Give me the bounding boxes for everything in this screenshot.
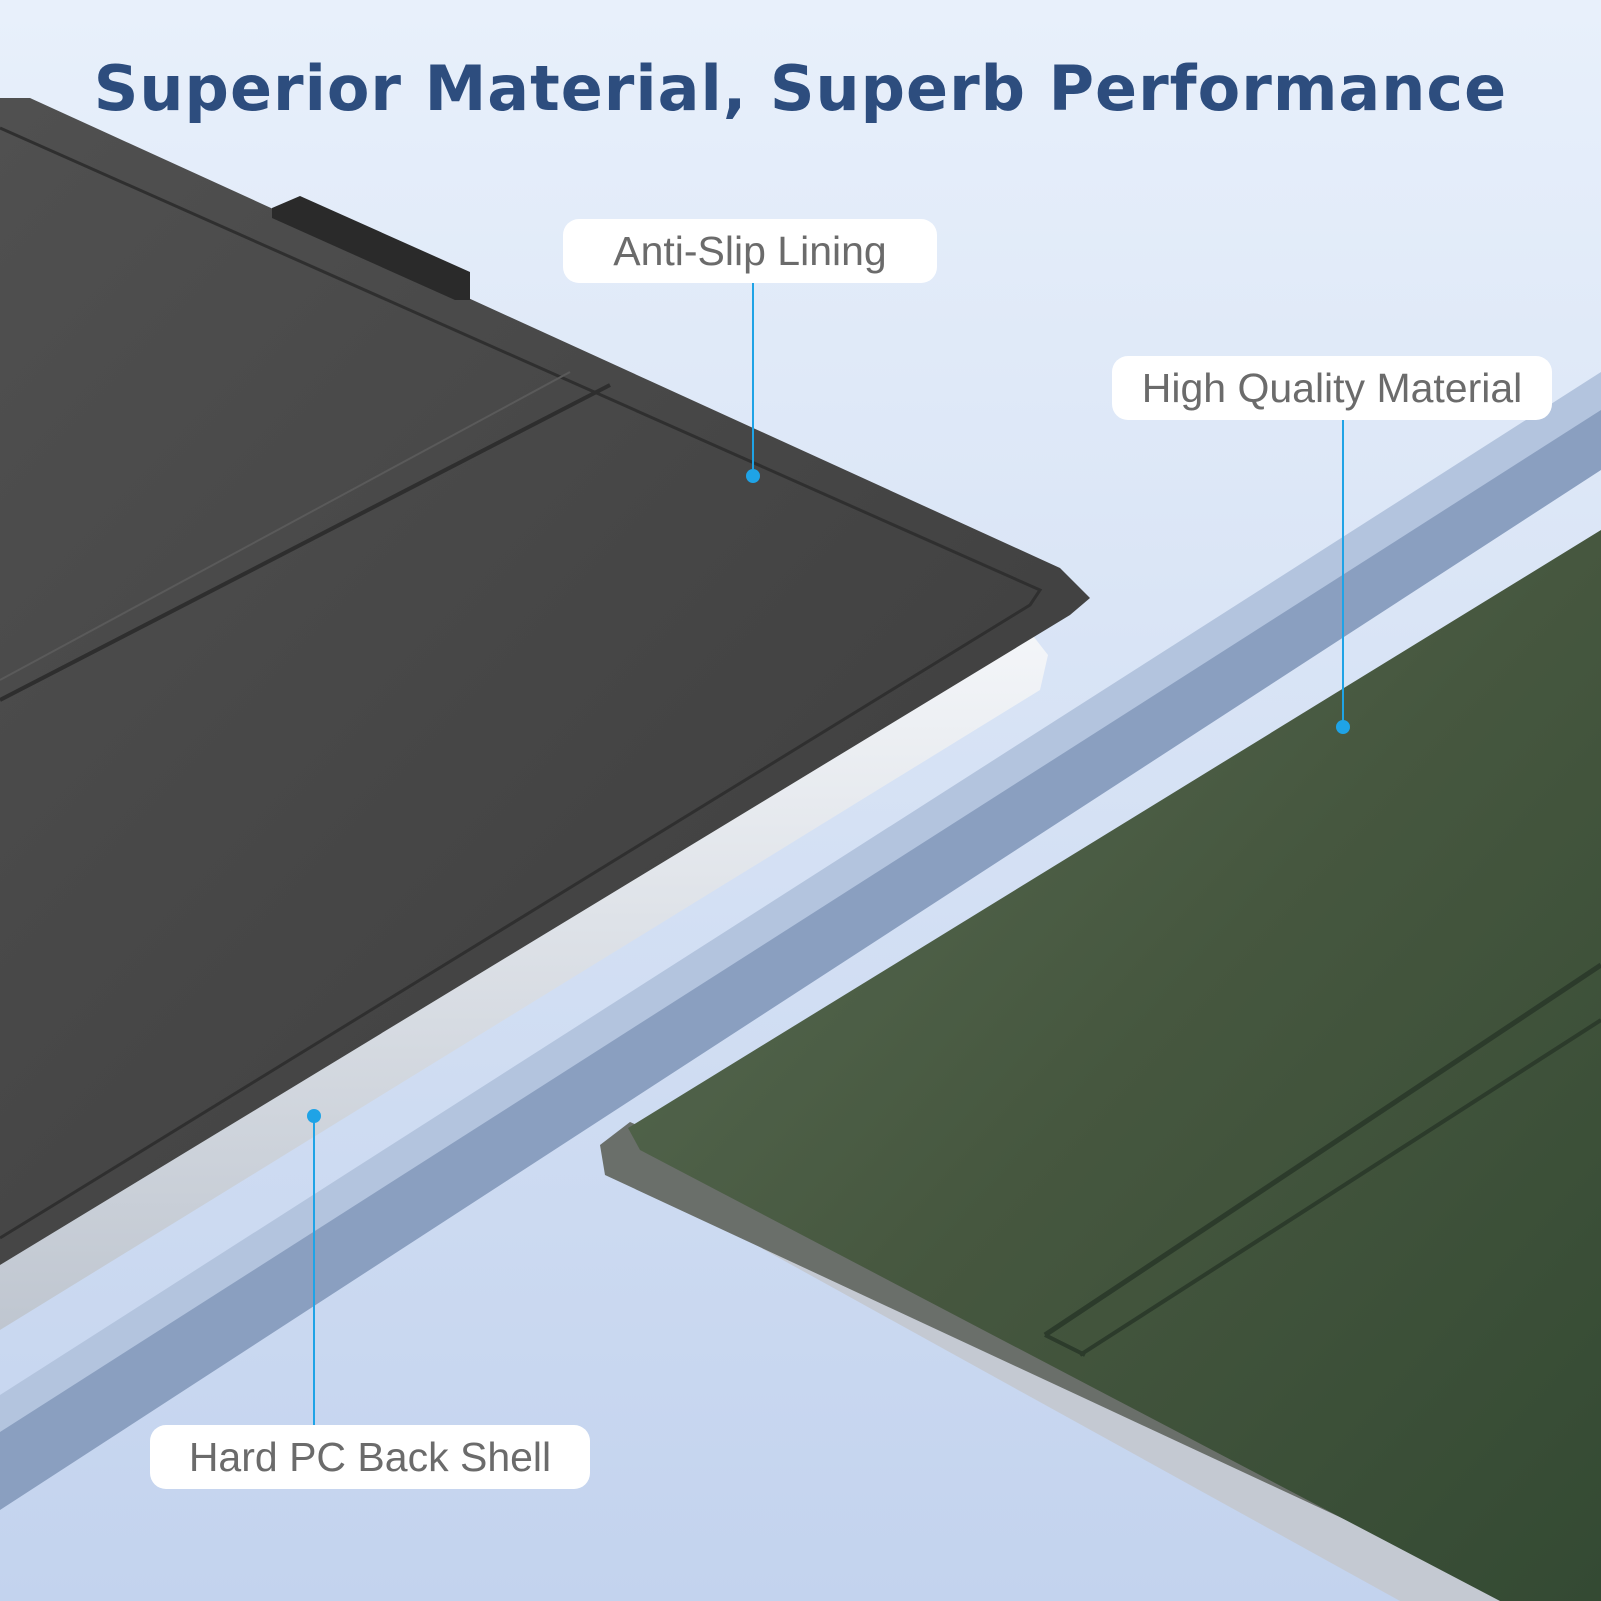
callout-label: Hard PC Back Shell — [188, 1434, 552, 1480]
page-title: Superior Material, Superb Performance — [93, 52, 1508, 125]
leader-line-anti-slip — [752, 283, 754, 473]
callout-label: Anti-Slip Lining — [613, 228, 887, 274]
dark-case-clear-shell — [0, 632, 1048, 1330]
dark-case — [0, 98, 1090, 1330]
leader-line-high-quality — [1342, 420, 1344, 724]
green-case — [600, 530, 1601, 1601]
dark-case-fold-line-2 — [0, 371, 571, 681]
marker-dot-high-quality — [1336, 720, 1350, 734]
callout-anti-slip-lining: Anti-Slip Lining — [563, 219, 937, 283]
callout-hard-pc-back-shell: Hard PC Back Shell — [150, 1425, 590, 1489]
green-case-fold-panel-2 — [1078, 1018, 1601, 1357]
green-case-fold-seam — [1044, 1333, 1086, 1357]
callout-high-quality-material: High Quality Material — [1112, 356, 1552, 420]
dark-case-stitch-edge — [0, 126, 1043, 1240]
dark-case-fold-line — [0, 383, 611, 702]
tray-band — [0, 408, 1601, 1510]
callout-label: High Quality Material — [1141, 365, 1523, 411]
green-case-body — [628, 530, 1601, 1601]
pen-holder-strap — [272, 196, 470, 300]
green-case-fold-panel — [1043, 962, 1601, 1338]
dark-case-body — [0, 98, 1090, 1265]
leader-line-hard-shell — [313, 1116, 315, 1425]
tray-band-highlight — [0, 372, 1601, 1432]
marker-dot-anti-slip — [746, 469, 760, 483]
